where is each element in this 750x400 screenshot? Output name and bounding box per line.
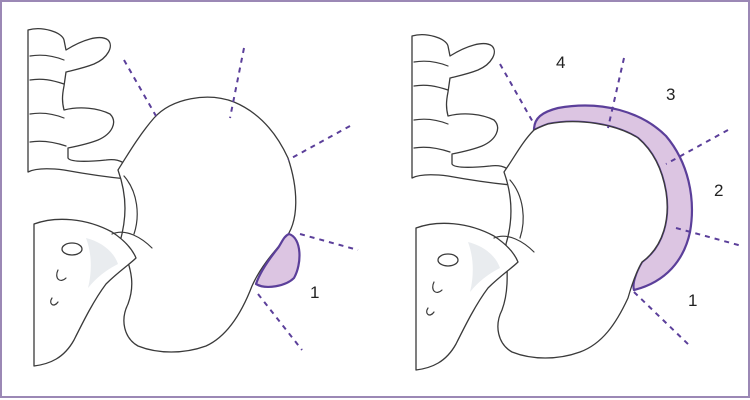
right-panel: 4 3 2 1	[412, 35, 742, 370]
zone-label-1: 1	[310, 283, 319, 302]
zone-boundary-line	[500, 64, 534, 124]
lumbar-vertebrae	[28, 29, 138, 180]
foramen-oval	[438, 254, 458, 266]
pubic-region	[416, 223, 518, 370]
foramen-oval	[62, 243, 82, 255]
lumbar-vertebrae	[412, 35, 522, 186]
zone-label-1: 1	[688, 291, 697, 310]
zone-label-3: 3	[666, 85, 675, 104]
zone-boundary-line	[258, 294, 302, 350]
pubic-region	[34, 219, 136, 366]
iliac-wing	[498, 122, 667, 358]
zone-label-2: 2	[714, 181, 723, 200]
left-panel: 1	[28, 29, 358, 366]
zone-boundary-line	[300, 234, 358, 250]
iliac-wing	[118, 97, 296, 352]
zone-boundary-line	[124, 60, 156, 116]
zone-boundary-line	[634, 292, 690, 346]
zone-label-4: 4	[556, 53, 565, 72]
zone-boundary-line	[288, 126, 350, 160]
